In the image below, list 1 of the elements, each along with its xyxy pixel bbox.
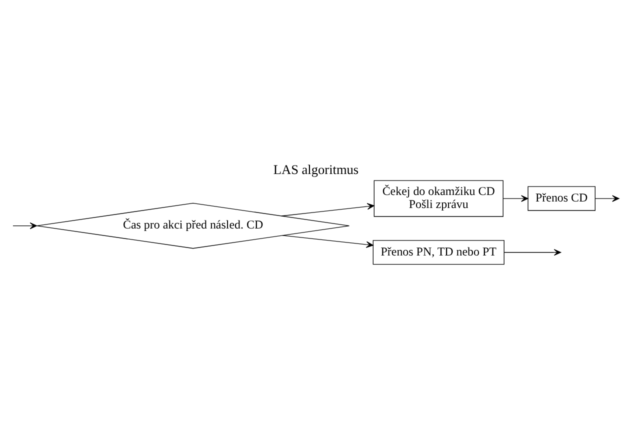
diagram-title: LAS algoritmus [273,162,359,177]
